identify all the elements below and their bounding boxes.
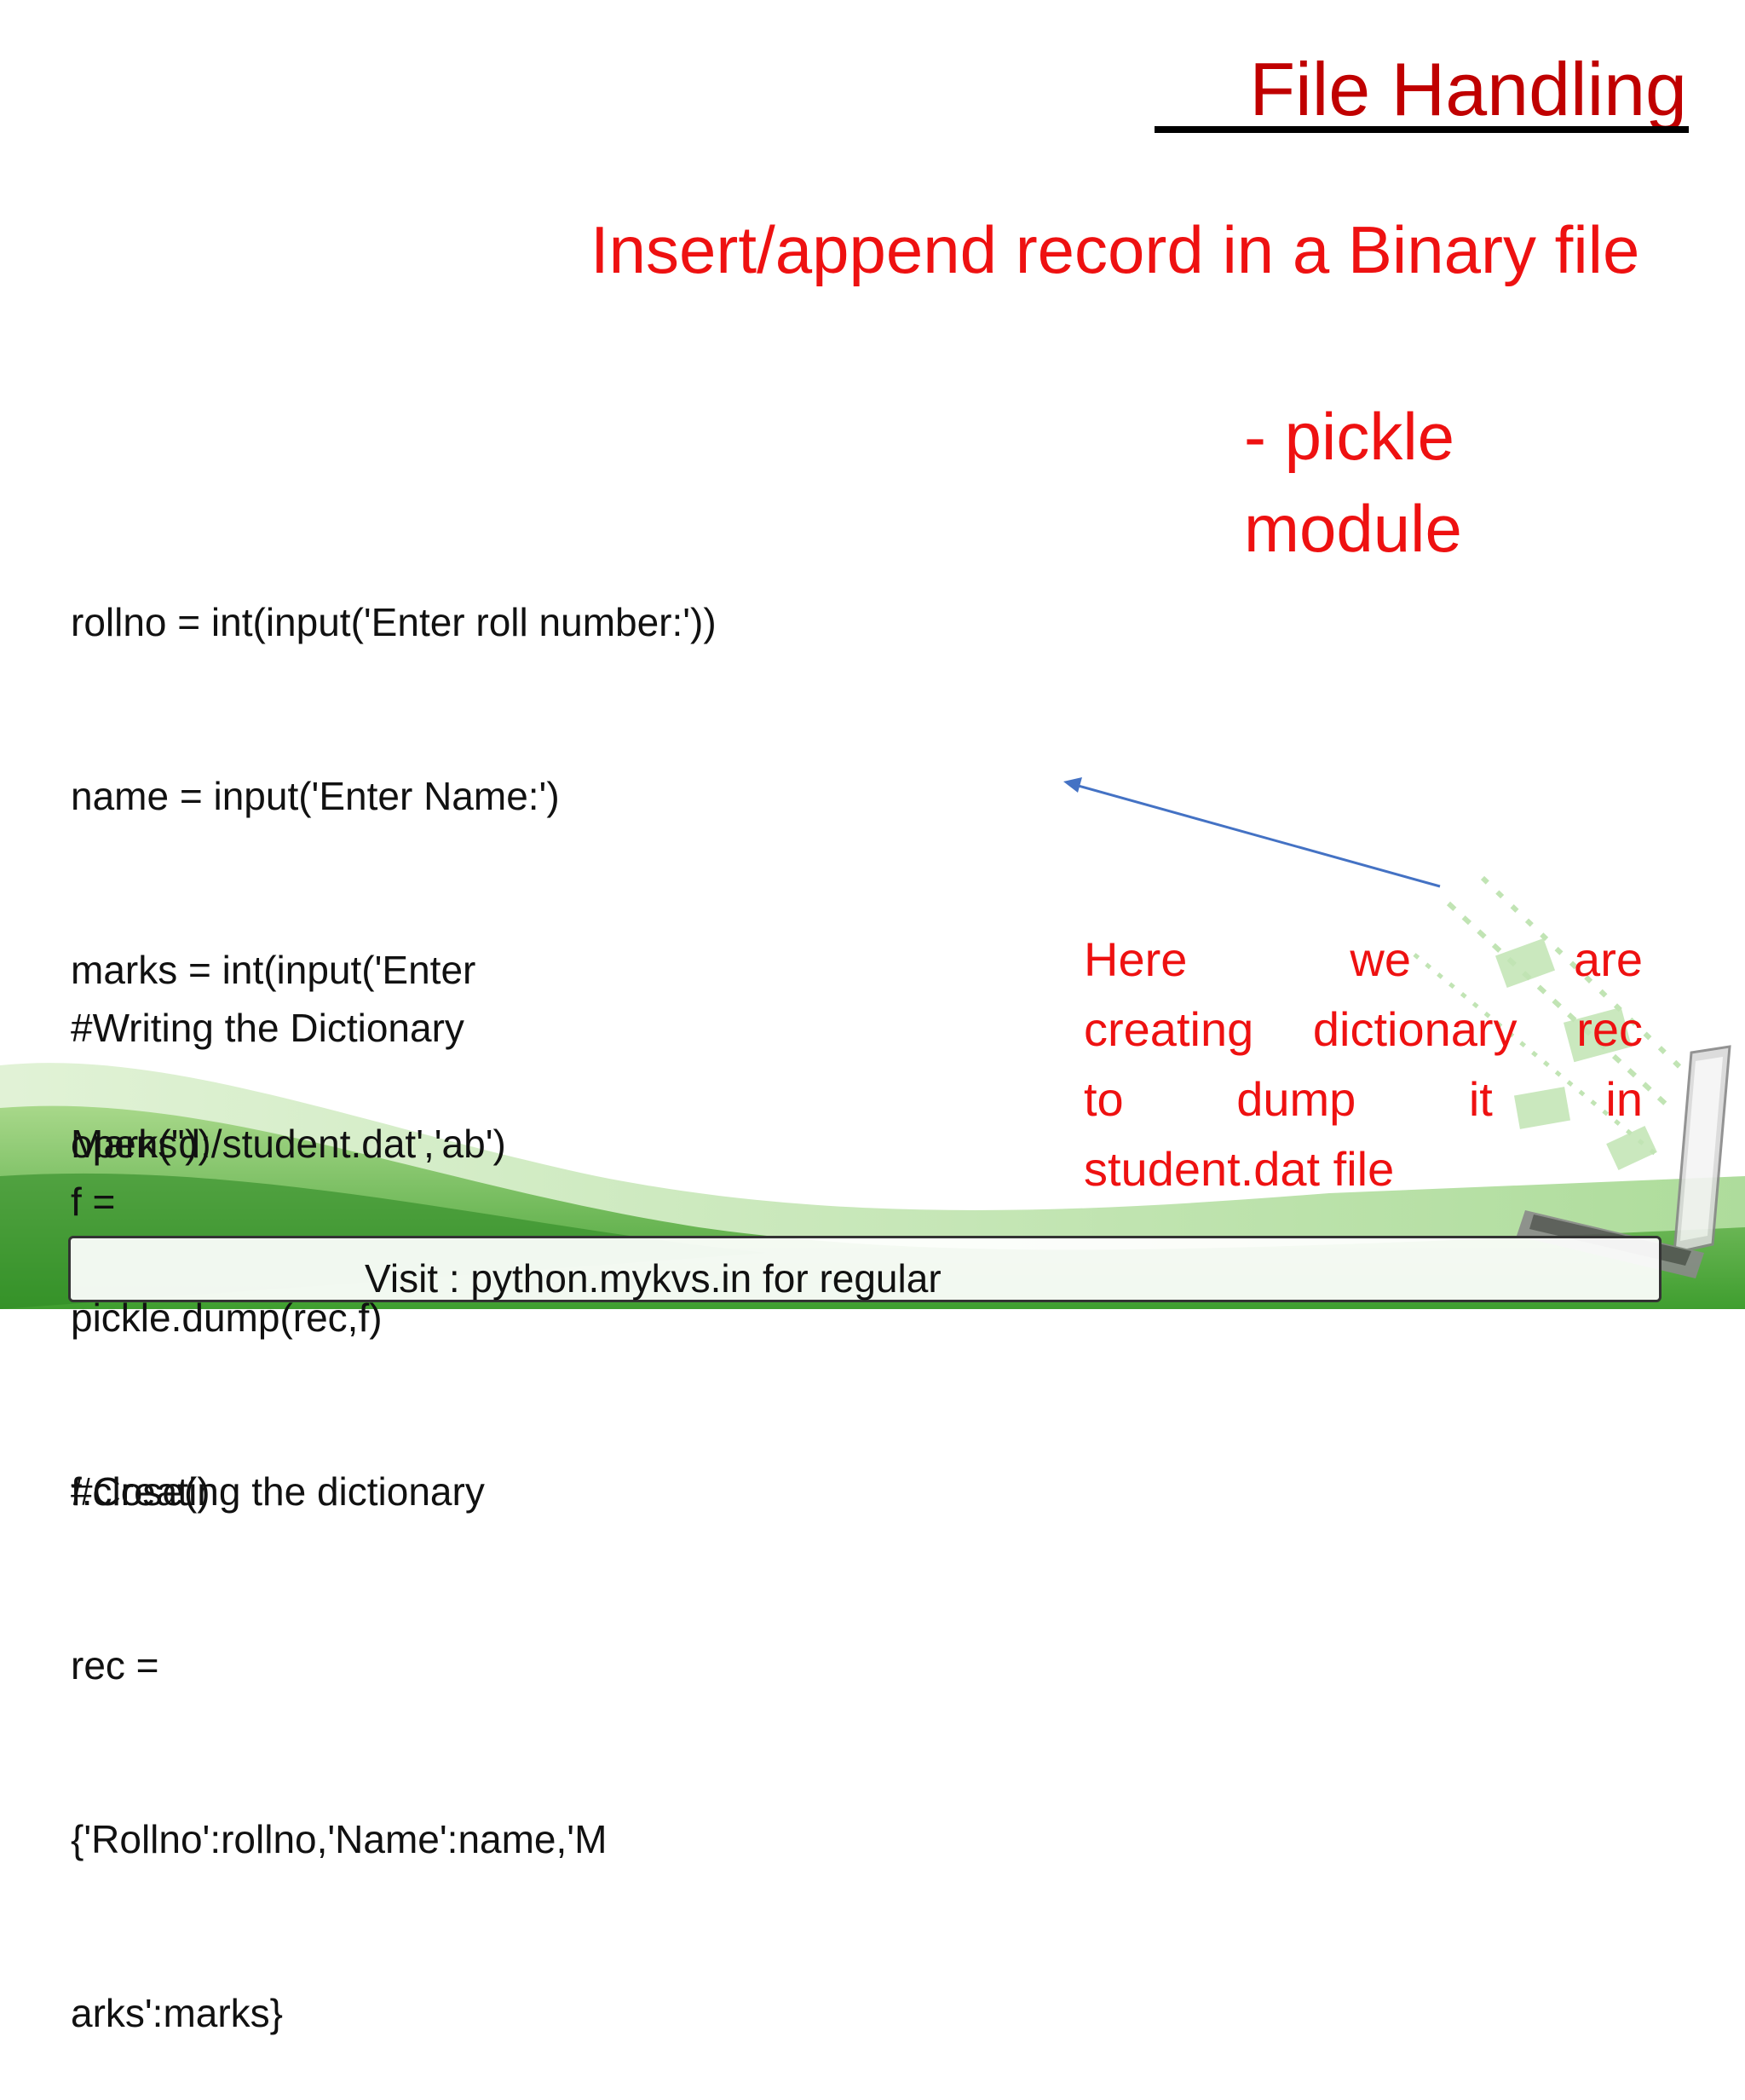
annotation-word: Here bbox=[1084, 932, 1188, 986]
code-line: name = input('Enter Name:') bbox=[71, 774, 560, 818]
annotation-word: rec bbox=[1576, 1002, 1643, 1056]
code-line: #Writing the Dictionary bbox=[71, 1006, 464, 1050]
annotation-word: we bbox=[1350, 932, 1412, 986]
slide-subtitle: Insert/append record in a Binary file bbox=[590, 212, 1640, 287]
code-line: open('d:/student.dat','ab') bbox=[71, 1122, 506, 1166]
code-line: rec = bbox=[71, 1643, 159, 1688]
footer-banner bbox=[68, 1236, 1661, 1302]
annotation-word: are bbox=[1574, 932, 1643, 986]
code-line: arks':marks} bbox=[71, 1991, 284, 2035]
annotation-word: dump bbox=[1236, 1072, 1356, 1126]
annotation-word: in bbox=[1605, 1072, 1643, 1126]
pointer-arrow bbox=[1063, 777, 1441, 888]
code-comment-overlap: #Writing the Dictionary f = bbox=[71, 883, 464, 1289]
annotation-word: to bbox=[1084, 1072, 1124, 1126]
annotation-line: to dump it in bbox=[1084, 1064, 1643, 1134]
annotation-word: student.dat file bbox=[1084, 1142, 1395, 1196]
module-note-line: - pickle bbox=[1244, 399, 1455, 474]
annotation-word: creating bbox=[1084, 1002, 1254, 1056]
annotation-text: Here we are creating dictionary rec to d… bbox=[1084, 925, 1643, 1204]
annotation-word: dictionary bbox=[1312, 1002, 1518, 1056]
code-line: Marks')) bbox=[71, 1122, 211, 1166]
code-line: marks = int(input('Enter bbox=[71, 948, 476, 992]
code-line: rollno = int(input('Enter roll number:')… bbox=[71, 600, 717, 644]
data-stream-decoration bbox=[1413, 875, 1690, 1170]
annotation-word: it bbox=[1468, 1072, 1493, 1126]
slide-title: File Handling bbox=[1249, 47, 1687, 131]
annotation-line: Here we are bbox=[1084, 925, 1643, 995]
module-note-line: module bbox=[1244, 491, 1462, 566]
footer-text: Visit : python.mykvs.in for regular bbox=[365, 1256, 942, 1301]
title-underline bbox=[1155, 126, 1689, 133]
annotation-line: student.dat file bbox=[1084, 1134, 1643, 1204]
code-line: f.close() bbox=[71, 1469, 210, 1514]
code-line: {'Rollno':rollno,'Name':name,'M bbox=[71, 1817, 608, 1861]
code-line: f = bbox=[71, 1180, 116, 1224]
module-note: - pickle module bbox=[1244, 390, 1670, 574]
annotation-line: creating dictionary rec bbox=[1084, 995, 1643, 1064]
